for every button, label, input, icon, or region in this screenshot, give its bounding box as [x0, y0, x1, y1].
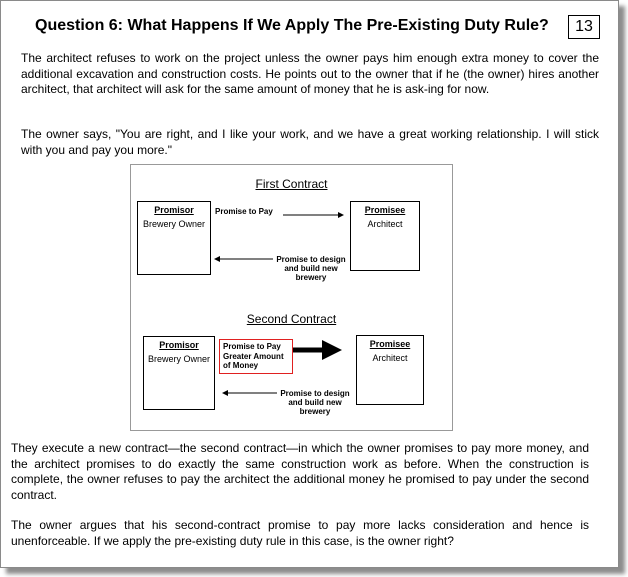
first-promisor-box: Promisor Brewery Owner	[137, 201, 211, 275]
contract-diagram: First Contract Promisor Brewery Owner Pr…	[130, 164, 453, 431]
paragraph-3: They execute a new contract—the second c…	[11, 441, 589, 502]
second-return-label: Promise to design and build new brewery	[277, 389, 353, 416]
page-number: 13	[568, 15, 600, 39]
first-promisor-party: Brewery Owner	[142, 219, 205, 229]
second-return-label-line: brewery	[299, 407, 331, 416]
first-return-label: Promise to design and build new brewery	[273, 255, 349, 282]
slide: Question 6: What Happens If We Apply The…	[0, 0, 619, 568]
second-forward-label: Promise to Pay Greater Amount of Money	[219, 339, 293, 374]
paragraph-2: The owner says, "You are right, and I li…	[21, 127, 599, 157]
first-promisee-role: Promisee	[364, 205, 406, 215]
second-forward-label-line: of Money	[223, 361, 259, 370]
first-promisee-party: Architect	[367, 219, 403, 229]
slide-title: Question 6: What Happens If We Apply The…	[35, 17, 549, 34]
second-promisor-party: Brewery Owner	[147, 354, 210, 364]
first-forward-label: Promise to Pay	[215, 207, 273, 216]
second-promisor-role: Promisor	[159, 340, 199, 350]
second-promisee-box: Promisee Architect	[356, 335, 424, 405]
second-promisor-box: Promisor Brewery Owner	[143, 336, 215, 410]
second-return-label-line: Promise to design	[280, 389, 350, 398]
second-forward-label-line: Greater Amount	[223, 351, 284, 361]
diagram-arrows	[214, 212, 344, 396]
second-forward-label-line: Promise to Pay	[223, 342, 281, 351]
first-return-label-line: and build new	[284, 264, 338, 273]
first-return-label-line: Promise to design	[276, 255, 346, 264]
first-return-label-line: brewery	[295, 273, 327, 282]
second-promisee-role: Promisee	[369, 339, 411, 349]
first-promisee-box: Promisee Architect	[350, 201, 420, 271]
second-contract-heading: Second Contract	[246, 312, 337, 326]
paragraph-1: The architect refuses to work on the pro…	[21, 51, 599, 96]
first-promisor-role: Promisor	[154, 205, 194, 215]
second-promisee-party: Architect	[372, 353, 408, 363]
paragraph-4: The owner argues that his second-contrac…	[11, 518, 589, 548]
first-contract-heading: First Contract	[255, 177, 328, 191]
second-return-label-line: and build new	[288, 398, 342, 407]
